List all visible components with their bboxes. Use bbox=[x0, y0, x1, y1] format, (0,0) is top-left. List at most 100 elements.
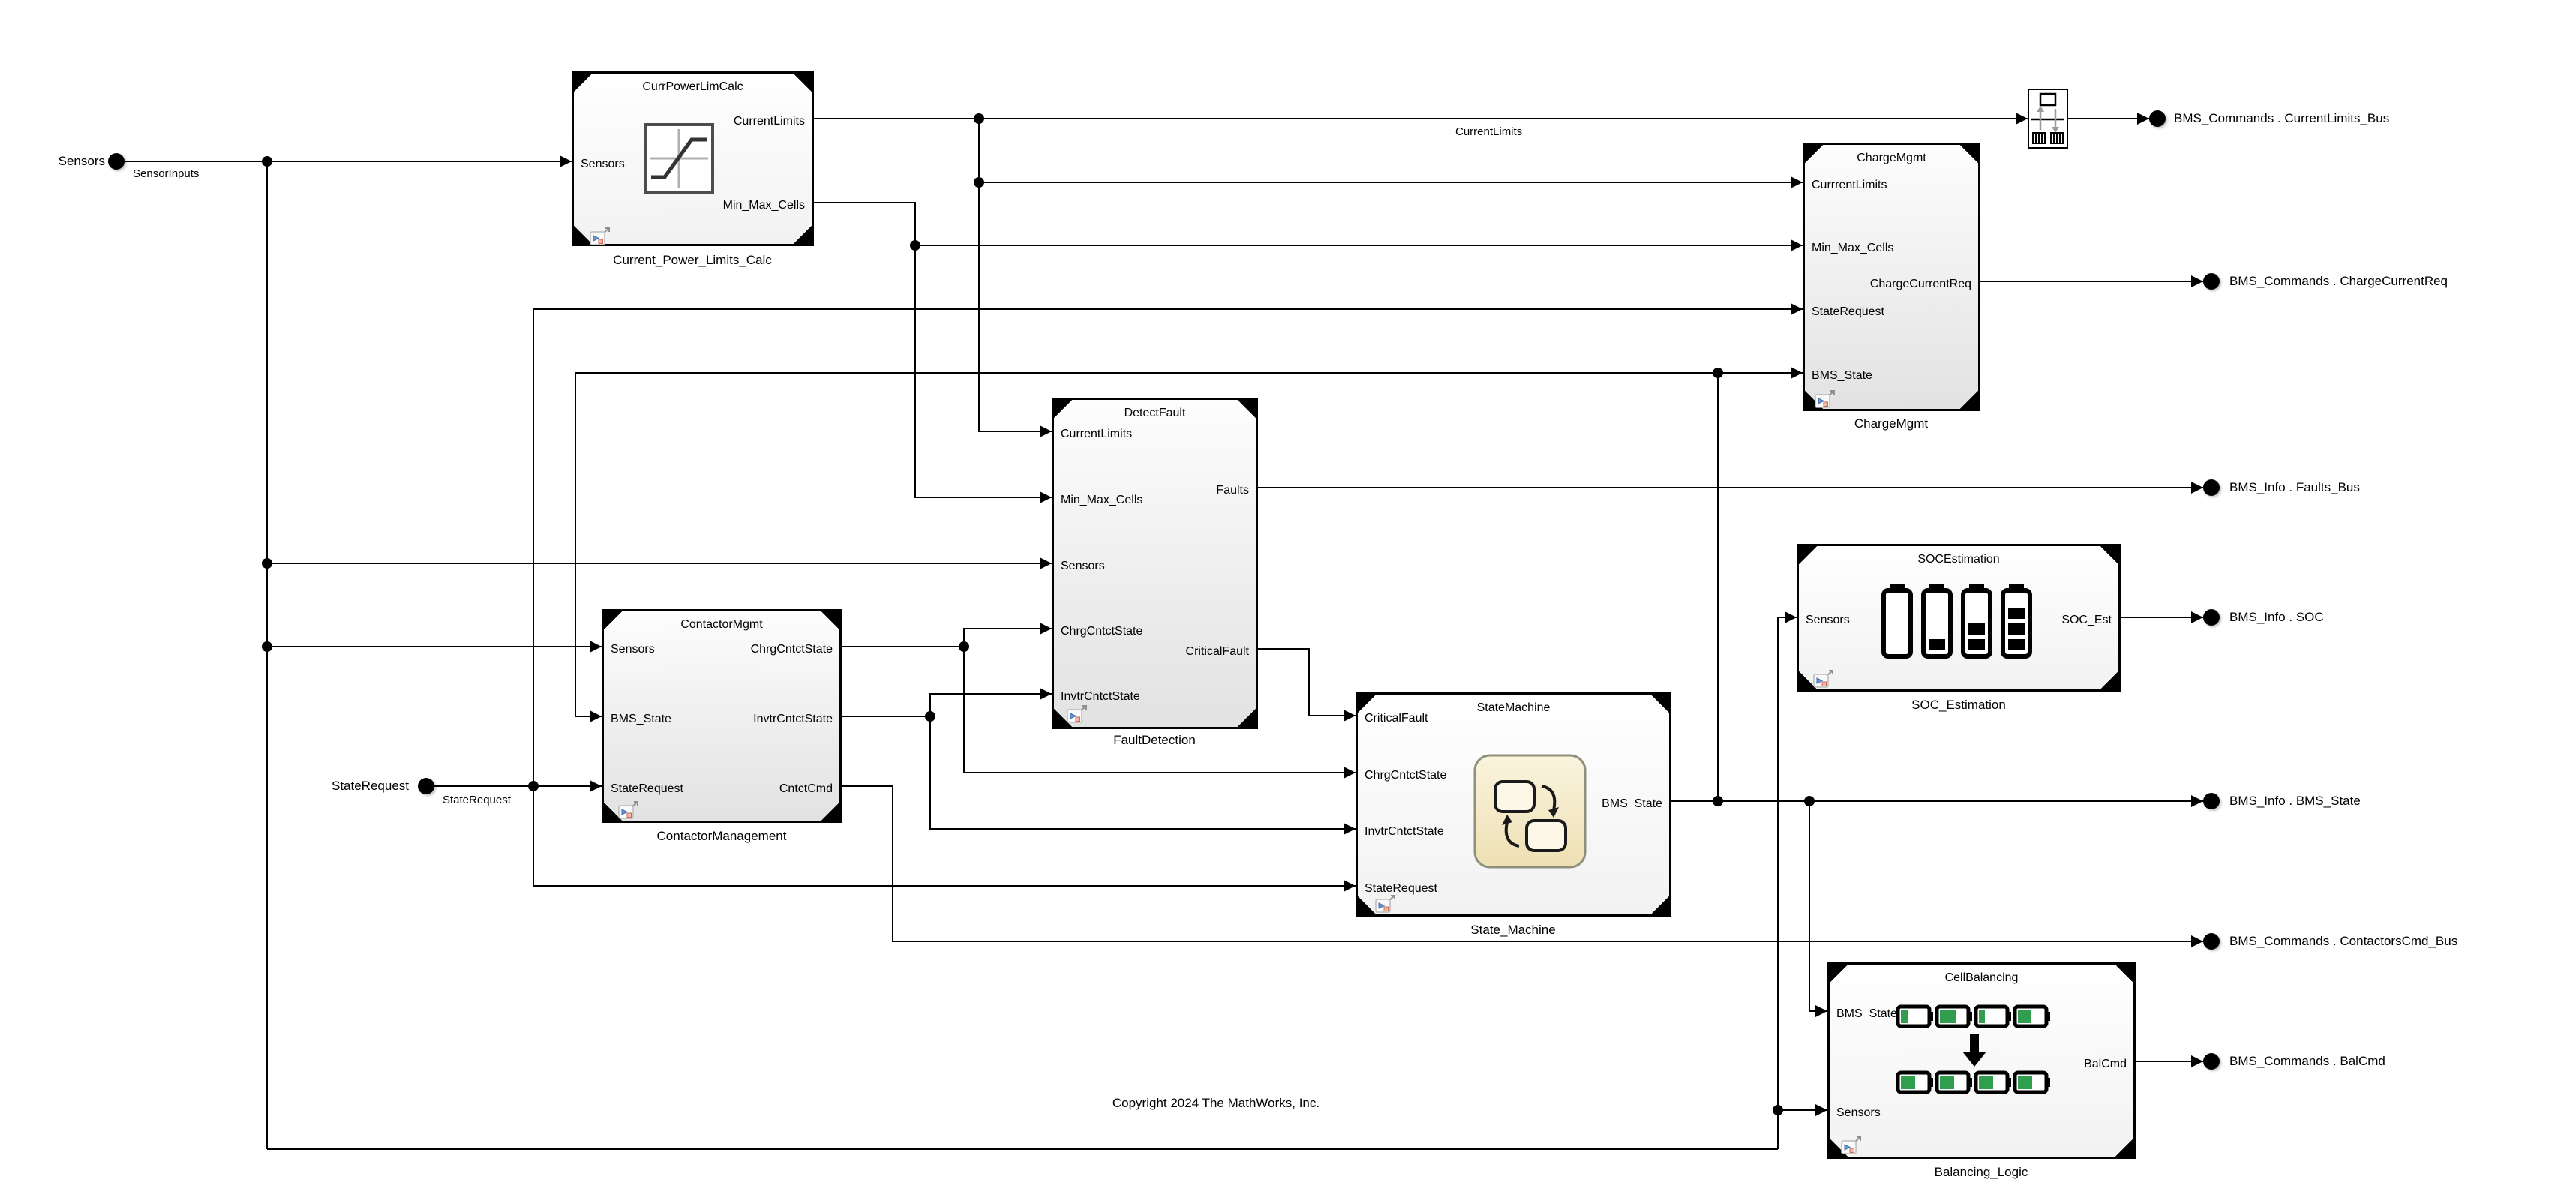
port-label-invtrcntctstate: InvtrCntctState bbox=[1365, 825, 1444, 838]
port-label-staterequest: StateRequest bbox=[1365, 882, 1437, 895]
signal-wire-minmaxcells[interactable] bbox=[814, 202, 1052, 498]
block-title: ChargeMgmt bbox=[1857, 152, 1926, 164]
wire-arrowhead bbox=[2191, 1055, 2203, 1067]
wire-junction-dot bbox=[1713, 368, 1723, 378]
port-label-sensors: Sensors bbox=[611, 643, 655, 656]
port-label-chrgcntctstate: ChrgCntctState bbox=[1365, 769, 1447, 782]
model-link-badge-icon bbox=[590, 227, 610, 245]
block-title: DetectFault bbox=[1124, 407, 1186, 419]
port-label-minmaxcells: Min_Max_Cells bbox=[1061, 494, 1143, 506]
signal-wire-currentlimits[interactable] bbox=[978, 119, 1052, 432]
port-label-staterequest: StateRequest bbox=[611, 782, 683, 795]
port-label-sensors: Sensors bbox=[1061, 560, 1105, 572]
signal-wire-invtrcntctstate[interactable] bbox=[929, 716, 1356, 830]
block-socestimation[interactable]: SOCEstimation Sensors SOC_Est bbox=[1797, 544, 2121, 692]
outport-label-faults-bus: BMS_Info . Faults_Bus bbox=[2229, 480, 2360, 494]
signal-wire-chrgcntctstate[interactable] bbox=[842, 628, 1052, 647]
inport-label-staterequest: StateRequest bbox=[331, 779, 409, 793]
port-label-bmsstate: BMS_State bbox=[1812, 369, 1872, 382]
wire-junction-dot bbox=[262, 156, 272, 167]
wire-arrowhead bbox=[1785, 611, 1797, 623]
wire-arrowhead bbox=[1791, 176, 1803, 188]
signal-conversion-icon bbox=[2031, 92, 2064, 144]
wire-junction-dot bbox=[1713, 796, 1723, 806]
inport-staterequest[interactable] bbox=[418, 778, 434, 794]
outport-bms-state[interactable] bbox=[2203, 793, 2220, 809]
wire-arrowhead bbox=[590, 710, 602, 722]
wire-arrowhead bbox=[1040, 557, 1052, 569]
port-label-currentlimits: CurrentLimits bbox=[733, 115, 805, 128]
signal-conversion-block[interactable] bbox=[2028, 89, 2068, 149]
block-caption-chargemgmt: ChargeMgmt bbox=[1854, 416, 1929, 431]
signal-wire-criticalfault[interactable] bbox=[1258, 648, 1356, 716]
outport-faults-bus[interactable] bbox=[2203, 479, 2220, 496]
block-title: CellBalancing bbox=[1944, 971, 2019, 984]
port-label-minmaxcells: Min_Max_Cells bbox=[1812, 242, 1894, 254]
signal-wire-bmsstate[interactable] bbox=[575, 373, 602, 717]
signal-wire-invtrcntctstate[interactable] bbox=[842, 693, 1052, 717]
wire-arrowhead bbox=[1815, 1005, 1827, 1017]
wire-junction-dot bbox=[1804, 796, 1815, 806]
port-label-invtrcntctstate: InvtrCntctState bbox=[753, 713, 833, 725]
port-label-sensors: Sensors bbox=[581, 158, 625, 170]
outport-label-soc: BMS_Info . SOC bbox=[2229, 610, 2324, 624]
model-link-badge-icon bbox=[618, 801, 638, 819]
wire-junction-dot bbox=[974, 113, 984, 124]
model-link-badge-icon bbox=[1841, 1136, 1861, 1154]
port-label-bmsstate: BMS_State bbox=[1602, 797, 1662, 810]
wire-arrowhead bbox=[1815, 1104, 1827, 1116]
port-label-sensors: Sensors bbox=[1806, 614, 1850, 626]
wire-arrowhead bbox=[2191, 935, 2203, 947]
block-caption-balancinglogic: Balancing_Logic bbox=[1934, 1165, 2028, 1179]
signal-wire-chrgcntctstate[interactable] bbox=[963, 647, 1356, 773]
port-label-socest: SOC_Est bbox=[2061, 614, 2112, 626]
wire-arrowhead bbox=[2191, 611, 2203, 623]
block-currpowerlimcalc[interactable]: CurrPowerLimCalc Sensors CurrentLimits M… bbox=[572, 71, 814, 246]
port-label-cntctcmd: CntctCmd bbox=[779, 782, 833, 795]
outport-chargecurrentreq[interactable] bbox=[2203, 273, 2220, 290]
block-contactormgmt[interactable]: ContactorMgmt Sensors BMS_State StateReq… bbox=[602, 609, 842, 823]
signal-wire-staterequest[interactable] bbox=[533, 308, 1803, 786]
wire-arrowhead bbox=[560, 155, 572, 167]
block-chargemgmt[interactable]: ChargeMgmt CurrrentLimits Min_Max_Cells … bbox=[1803, 143, 1980, 411]
wire-junction-dot bbox=[262, 641, 272, 652]
outport-label-contactorscmd-bus: BMS_Commands . ContactorsCmd_Bus bbox=[2229, 934, 2458, 948]
wire-arrowhead bbox=[2016, 113, 2028, 125]
inport-sensors[interactable] bbox=[108, 153, 125, 170]
block-caption-socestimation: SOC_Estimation bbox=[1911, 698, 2006, 712]
model-link-badge-icon bbox=[1375, 895, 1395, 913]
wire-arrowhead bbox=[1791, 239, 1803, 251]
model-link-badge-icon bbox=[1067, 705, 1087, 723]
outport-balcmd[interactable] bbox=[2203, 1053, 2220, 1070]
wire-arrowhead bbox=[1791, 303, 1803, 315]
outport-soc[interactable] bbox=[2203, 609, 2220, 626]
wire-arrowhead bbox=[1040, 425, 1052, 437]
port-label-currrentlimits: CurrrentLimits bbox=[1812, 179, 1887, 191]
block-statemachine[interactable]: StateMachine CriticalFault ChrgCntctStat… bbox=[1356, 692, 1671, 917]
block-cellbalancing[interactable]: CellBalancing BMS_State Sensors BalCmd bbox=[1827, 962, 2136, 1159]
block-detectfault[interactable]: DetectFault CurrentLimits Min_Max_Cells … bbox=[1052, 398, 1258, 729]
wire-arrowhead bbox=[2191, 795, 2203, 807]
wire-junction-dot bbox=[528, 781, 539, 791]
outport-currentlimits-bus[interactable] bbox=[2149, 110, 2166, 127]
wire-junction-dot bbox=[1773, 1105, 1783, 1115]
port-label-chrgcntctstate: ChrgCntctState bbox=[1061, 625, 1143, 638]
wire-junction-dot bbox=[910, 240, 920, 251]
port-label-criticalfault: CriticalFault bbox=[1365, 712, 1428, 725]
outport-contactorscmd-bus[interactable] bbox=[2203, 933, 2220, 950]
signal-wire-cntctcmd[interactable] bbox=[842, 785, 2203, 942]
port-label-currentlimits: CurrentLimits bbox=[1061, 428, 1133, 440]
port-label-criticalfault: CriticalFault bbox=[1185, 645, 1249, 658]
port-label-chargecurrentreq: ChargeCurrentReq bbox=[1869, 278, 1971, 290]
wire-label-sensorinputs: SensorInputs bbox=[133, 167, 200, 180]
wire-arrowhead bbox=[1040, 688, 1052, 700]
wire-junction-dot bbox=[925, 711, 935, 722]
outport-label-chargecurrentreq: BMS_Commands . ChargeCurrentReq bbox=[2229, 274, 2448, 288]
battery-levels-icon bbox=[1881, 584, 2032, 659]
model-link-badge-icon bbox=[1815, 390, 1835, 408]
signal-wire-bmsstate[interactable] bbox=[1809, 801, 1827, 1012]
port-label-chrgcntctstate: ChrgCntctState bbox=[750, 643, 833, 656]
signal-wire-staterequest[interactable] bbox=[533, 786, 1356, 887]
